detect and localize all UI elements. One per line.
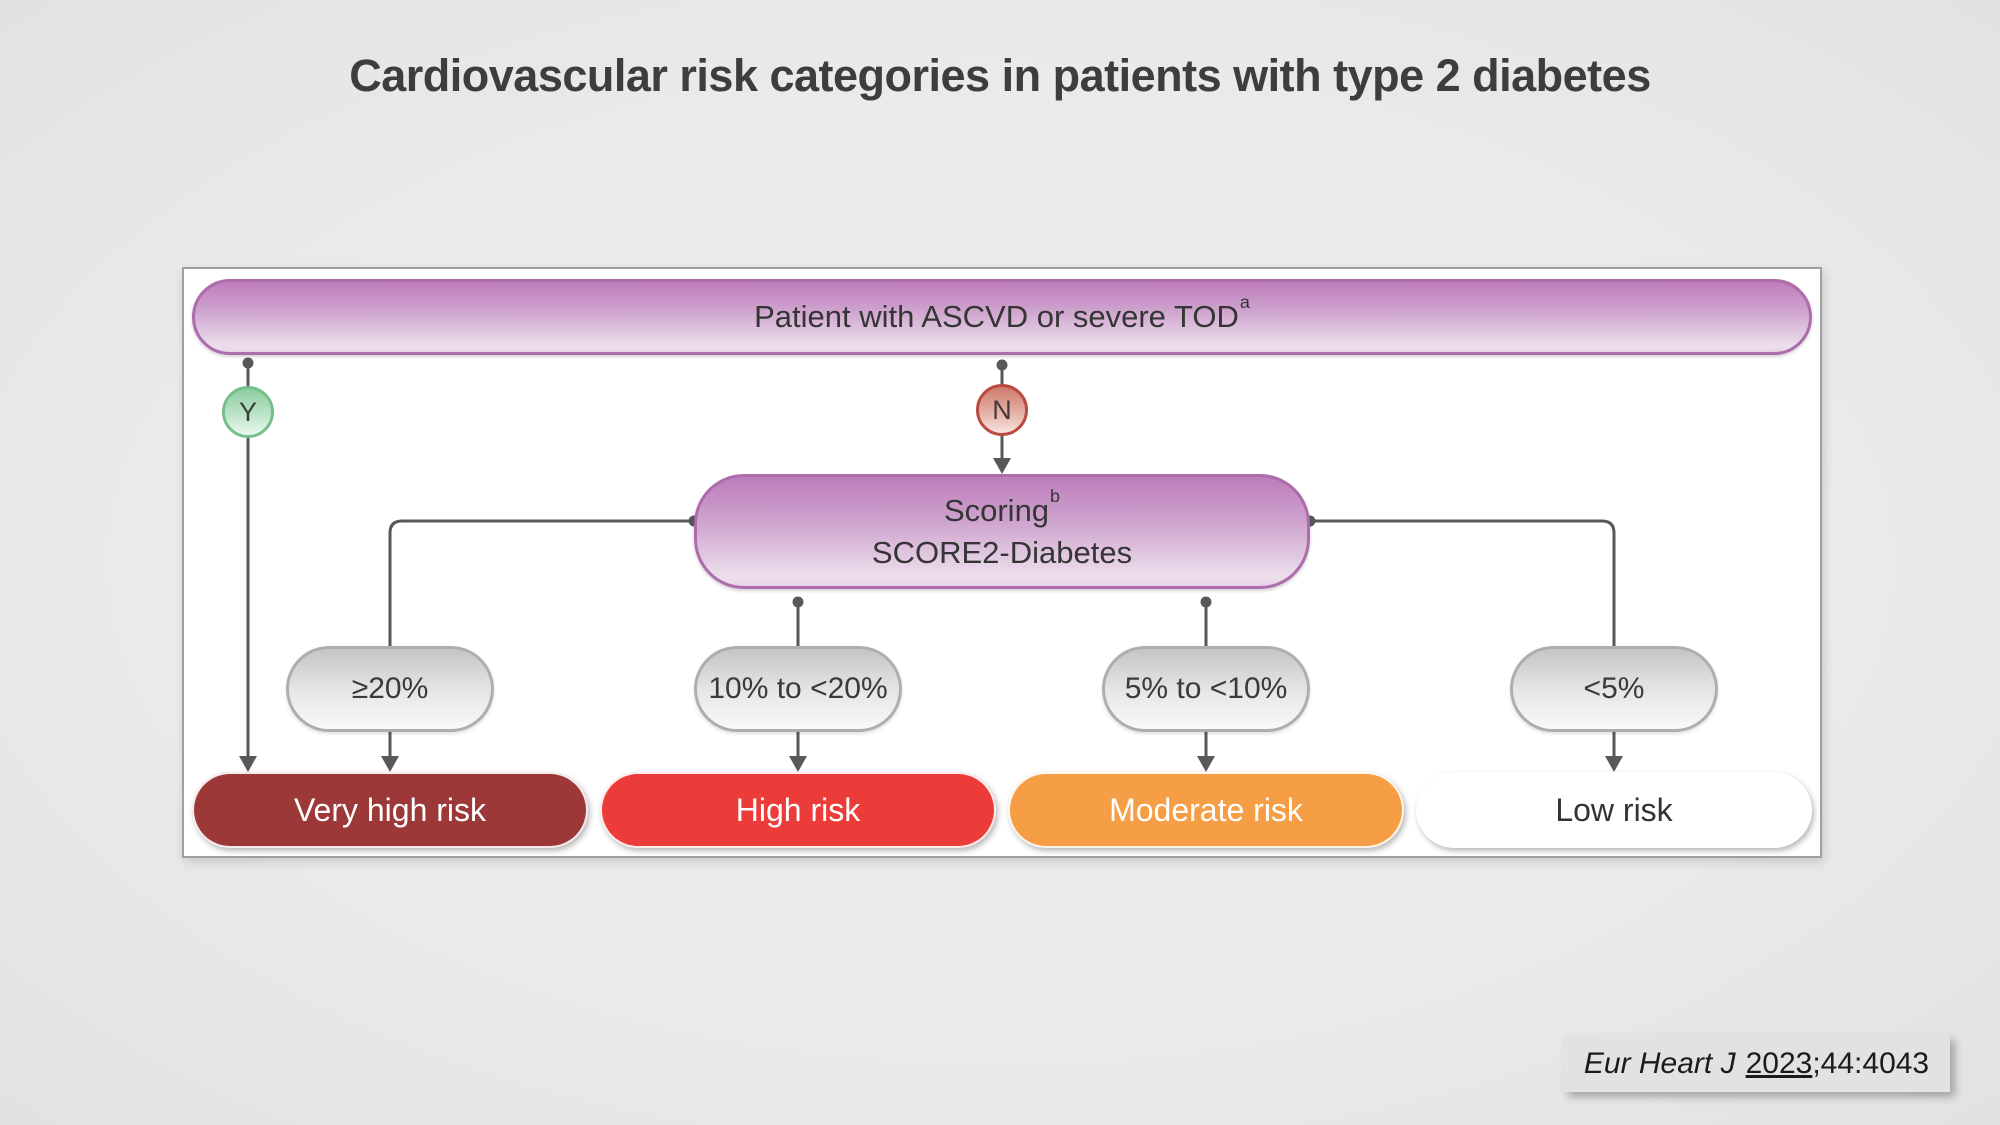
arrowhead-icon xyxy=(789,756,807,772)
risk-pill-very-high: Very high risk xyxy=(192,772,588,848)
connector-dot xyxy=(996,359,1008,371)
scoring-node-line1: Scoringb xyxy=(943,485,1061,528)
connector-elbow-left xyxy=(388,519,694,756)
no-badge-label: N xyxy=(992,394,1012,425)
no-badge: N xyxy=(976,384,1028,436)
footnote-marker-b: b xyxy=(1050,485,1061,506)
patient-ascvd-node: Patient with ASCVD or severe TODa xyxy=(192,279,1812,355)
patient-node-label: Patient with ASCVD or severe TODa xyxy=(754,292,1250,334)
risk-pill-low: Low risk xyxy=(1416,772,1812,848)
page-title: Cardiovascular risk categories in patien… xyxy=(349,50,1651,101)
arrowhead-icon xyxy=(239,756,257,772)
footnote-marker-a: a xyxy=(1239,292,1250,313)
citation-journal: Eur Heart J xyxy=(1583,1047,1736,1080)
arrowhead-icon xyxy=(1197,756,1215,772)
connector-dot xyxy=(242,357,254,369)
threshold-pill-10to20: 10% to <20% xyxy=(694,646,902,732)
risk-pill-high: High risk xyxy=(600,772,996,848)
citation-volume-page: ;44:4043 xyxy=(1812,1047,1930,1080)
connector-elbow-right xyxy=(1310,519,1616,756)
risk-pill-moderate: Moderate risk xyxy=(1008,772,1404,848)
threshold-pill-lt5: <5% xyxy=(1510,646,1718,732)
scoring-node: Scoringb SCORE2-Diabetes xyxy=(694,474,1310,589)
arrowhead-icon xyxy=(993,458,1011,474)
yes-badge-label: Y xyxy=(238,396,257,427)
citation-box: Eur Heart J 2023;44:4043 xyxy=(1563,1035,1950,1092)
arrowhead-icon xyxy=(381,756,399,772)
threshold-pill-ge20: ≥20% xyxy=(286,646,494,732)
yes-badge: Y xyxy=(222,386,274,438)
connector-dot xyxy=(1200,596,1212,608)
citation-year: 2023 xyxy=(1745,1047,1813,1080)
connector-dot xyxy=(792,596,804,608)
scoring-node-line2: SCORE2-Diabetes xyxy=(871,534,1133,570)
flowchart-panel: Patient with ASCVD or severe TODa Y N Sc… xyxy=(182,267,1822,858)
arrowhead-icon xyxy=(1605,756,1623,772)
threshold-pill-5to10: 5% to <10% xyxy=(1102,646,1310,732)
